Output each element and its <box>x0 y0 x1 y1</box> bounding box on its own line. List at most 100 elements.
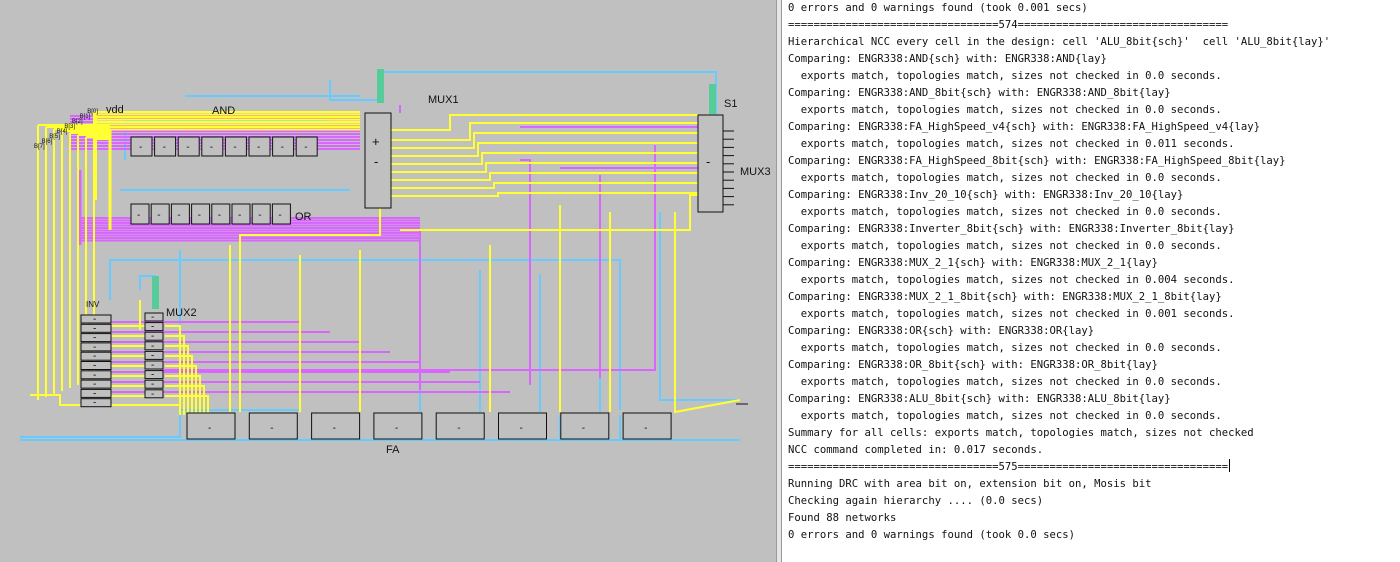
schematic-drawing[interactable]: ----------------------------------------… <box>0 0 776 562</box>
full-adder-cell[interactable] <box>186 412 236 440</box>
input-pin-label: B[0] <box>87 109 98 115</box>
mux2-symbol: - <box>151 389 154 400</box>
console-line: Comparing: ENGR338:FA_HighSpeed_v4{sch} … <box>788 121 1260 133</box>
blue-wire <box>329 80 382 101</box>
inverter-symbol: - <box>93 351 96 362</box>
yellow-wire <box>165 395 209 415</box>
schematic-canvas[interactable]: ----------------------------------------… <box>0 0 776 562</box>
inverter-symbol: - <box>93 388 96 399</box>
and-gate-cell[interactable] <box>295 136 318 157</box>
full-adder-cell[interactable] <box>622 412 672 440</box>
mux2-symbol: - <box>151 331 154 342</box>
input-pin-label: B[3] <box>64 124 75 130</box>
or-gate-cell[interactable] <box>170 203 190 225</box>
inverter-symbol: - <box>93 333 96 344</box>
inverter-cell[interactable] <box>80 361 112 370</box>
mux2-cell[interactable] <box>144 389 164 399</box>
yellow-wire <box>165 335 185 415</box>
mux2-cell[interactable] <box>144 331 164 341</box>
or-gate-cell[interactable] <box>130 203 150 225</box>
and-gate-cell[interactable] <box>154 136 177 157</box>
or-gate-cell[interactable] <box>191 203 211 225</box>
or-gate-cell[interactable] <box>251 203 271 225</box>
full-adder-symbol: - <box>457 423 460 434</box>
and-gate-symbol: - <box>257 142 260 153</box>
mux2-cell[interactable] <box>144 322 164 332</box>
full-adder-cell[interactable] <box>248 412 298 440</box>
inverter-cell[interactable] <box>80 323 112 333</box>
inverter-cell[interactable] <box>80 342 112 352</box>
and-gate-symbol: - <box>233 142 236 153</box>
full-adder-cell[interactable] <box>560 412 610 440</box>
and-gate-symbol: - <box>281 142 284 153</box>
inverter-cell[interactable] <box>80 398 112 408</box>
console-line: Comparing: ENGR338:OR{sch} with: ENGR338… <box>788 325 1095 337</box>
input-pin-label: B[5] <box>49 134 60 140</box>
or-gate-symbol: - <box>137 210 140 221</box>
full-adder-cell[interactable] <box>498 412 547 440</box>
inverter-cell[interactable] <box>80 351 112 361</box>
full-adder-symbol: - <box>395 423 398 434</box>
yellow-wire <box>391 172 698 181</box>
console-line: Summary for all cells: exports match, to… <box>788 427 1254 439</box>
and-gate-symbol: - <box>210 142 213 153</box>
mux2-cell[interactable] <box>144 379 164 389</box>
and-gate-cell[interactable] <box>201 136 224 157</box>
mux3-label: MUX3 <box>740 166 771 178</box>
console-line: exports match, topologies match, sizes n… <box>788 376 1222 388</box>
yellow-wire <box>391 152 698 165</box>
magenta-wire <box>160 145 656 371</box>
full-adder-cell[interactable] <box>311 412 361 440</box>
and-gate-cell[interactable] <box>224 136 247 157</box>
blue-wire <box>109 259 621 410</box>
mux2-cell[interactable] <box>144 312 164 322</box>
yellow-wire <box>391 114 698 131</box>
export-pin-marker[interactable] <box>152 276 159 309</box>
yellow-wire <box>391 132 698 149</box>
console-line: exports match, topologies match, sizes n… <box>788 342 1222 354</box>
mux1-cell[interactable] <box>364 112 392 209</box>
mux2-cell[interactable] <box>144 350 164 360</box>
export-pin-marker[interactable] <box>709 84 716 114</box>
console-line: Comparing: ENGR338:OR_8bit{sch} with: EN… <box>788 359 1158 371</box>
blue-wire <box>139 275 156 290</box>
and-gate-cell[interactable] <box>248 136 271 157</box>
inverter-cell[interactable] <box>80 379 112 389</box>
inverter-cell[interactable] <box>80 314 112 324</box>
yellow-wire <box>391 162 698 173</box>
mux3-cell[interactable] <box>697 114 724 213</box>
mux2-cell[interactable] <box>144 360 164 370</box>
console-line: NCC command completed in: 0.017 seconds. <box>788 444 1044 456</box>
inverter-cell[interactable] <box>80 388 112 398</box>
or-gate-cell[interactable] <box>211 203 231 225</box>
mux2-cell[interactable] <box>144 341 164 351</box>
mux2-symbol: - <box>151 350 154 361</box>
inverter-symbol: - <box>93 361 96 372</box>
schematic-cells: ----------------------------------------… <box>80 69 748 440</box>
or-gate-cell[interactable] <box>150 203 170 225</box>
inverter-symbol: - <box>93 314 96 325</box>
console-line: exports match, topologies match, sizes n… <box>788 138 1235 150</box>
inverter-cell[interactable] <box>80 370 112 380</box>
mux2-cell[interactable] <box>144 370 164 380</box>
and-gate-cell[interactable] <box>177 136 200 157</box>
yellow-wire <box>391 182 698 189</box>
console-line: 0 errors and 0 warnings found (took 0.0 … <box>788 529 1076 541</box>
mux2-label: MUX2 <box>166 307 197 319</box>
export-pin-marker[interactable] <box>377 69 384 103</box>
and-gate-cell[interactable] <box>130 136 153 157</box>
full-adder-symbol: - <box>208 423 211 434</box>
input-pin-label: B[2] <box>72 119 83 125</box>
or-gate-cell[interactable] <box>271 203 291 225</box>
or-gate-cell[interactable] <box>231 203 251 225</box>
messages-console[interactable]: 0 errors and 0 warnings found (took 0.00… <box>782 0 1400 562</box>
full-adder-cell[interactable] <box>435 412 485 440</box>
full-adder-symbol: - <box>582 423 585 434</box>
input-pin-label: B[6] <box>42 139 53 145</box>
inverter-cell[interactable] <box>80 333 112 343</box>
full-adder-symbol: - <box>333 423 336 434</box>
pane-splitter[interactable] <box>776 0 782 562</box>
and-gate-cell[interactable] <box>272 136 295 157</box>
mux1-minus-symbol: - <box>374 154 378 169</box>
full-adder-cell[interactable] <box>373 412 423 440</box>
